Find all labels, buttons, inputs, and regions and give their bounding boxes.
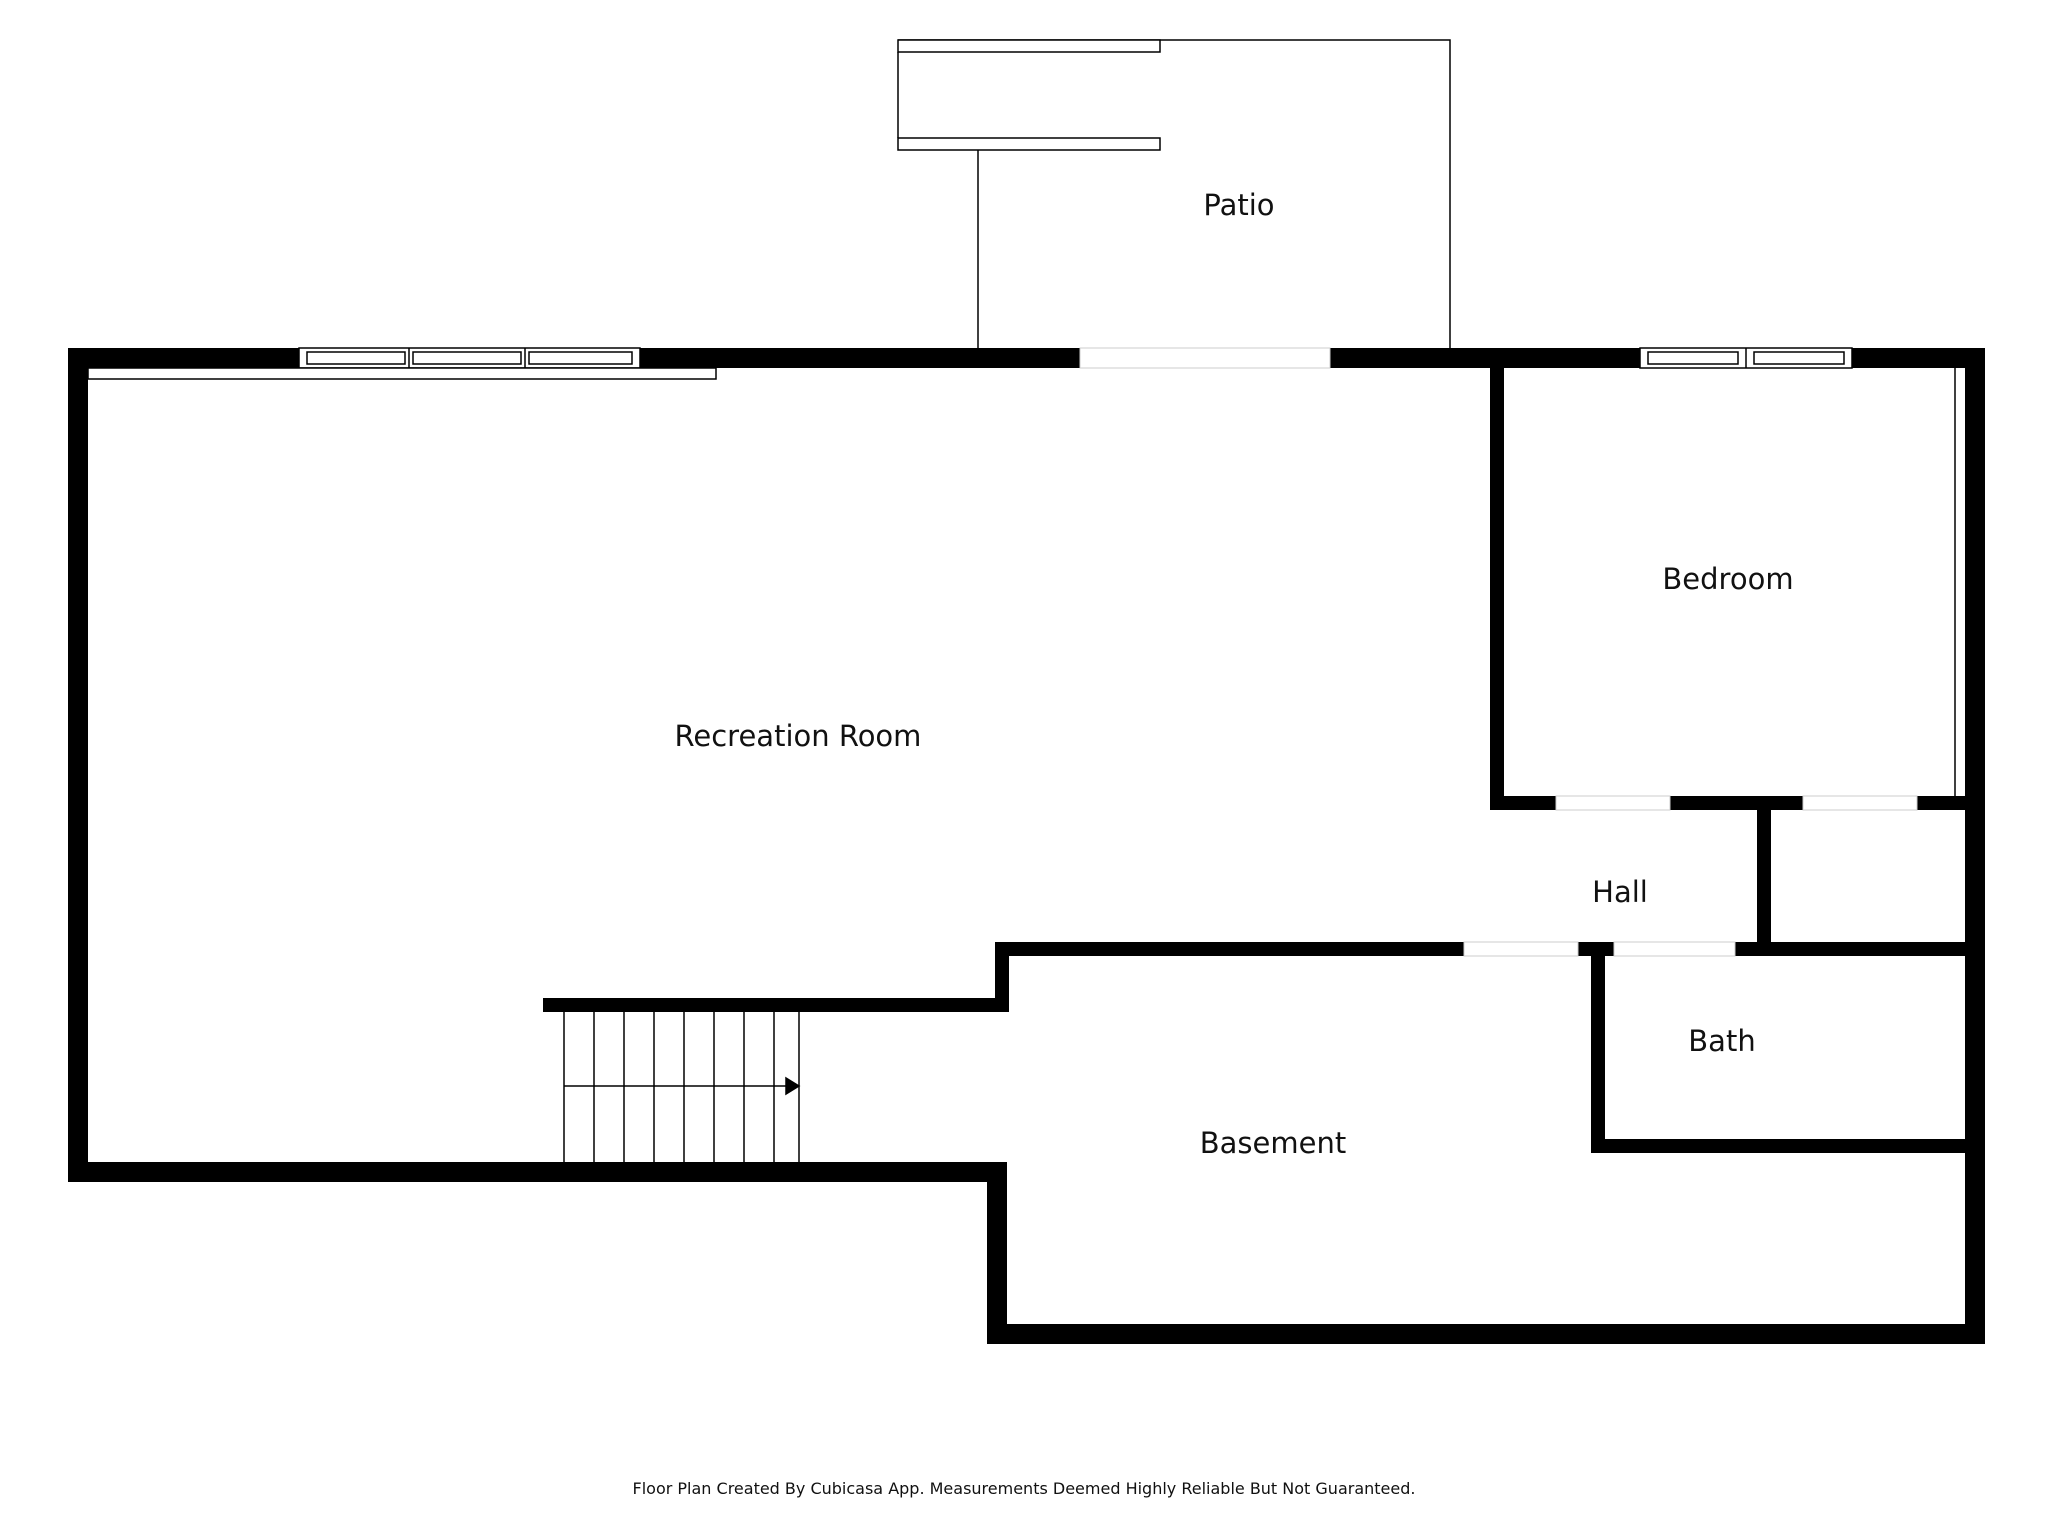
built-in-shelf (87, 367, 717, 380)
room-label-basement: Basement (1200, 1126, 1346, 1160)
footer-disclaimer: Floor Plan Created By Cubicasa App. Meas… (633, 1479, 1416, 1498)
hall-doors (1463, 941, 1736, 957)
bedroom-doors (1555, 795, 1918, 811)
room-label-hall: Hall (1592, 875, 1648, 909)
bath-walls (1591, 950, 1972, 1153)
patio-outline (897, 39, 1451, 348)
room-label-patio: Patio (1203, 188, 1274, 222)
stairs (563, 1012, 801, 1162)
exterior-walls (68, 348, 1985, 1344)
window-recreation-room (298, 347, 641, 369)
room-label-recreation-room: Recreation Room (675, 719, 922, 753)
window-bedroom (1639, 347, 1853, 369)
patio-door (1079, 347, 1331, 369)
room-label-bedroom: Bedroom (1662, 562, 1793, 596)
hall-walls (543, 796, 1972, 1012)
room-label-bath: Bath (1688, 1024, 1755, 1058)
